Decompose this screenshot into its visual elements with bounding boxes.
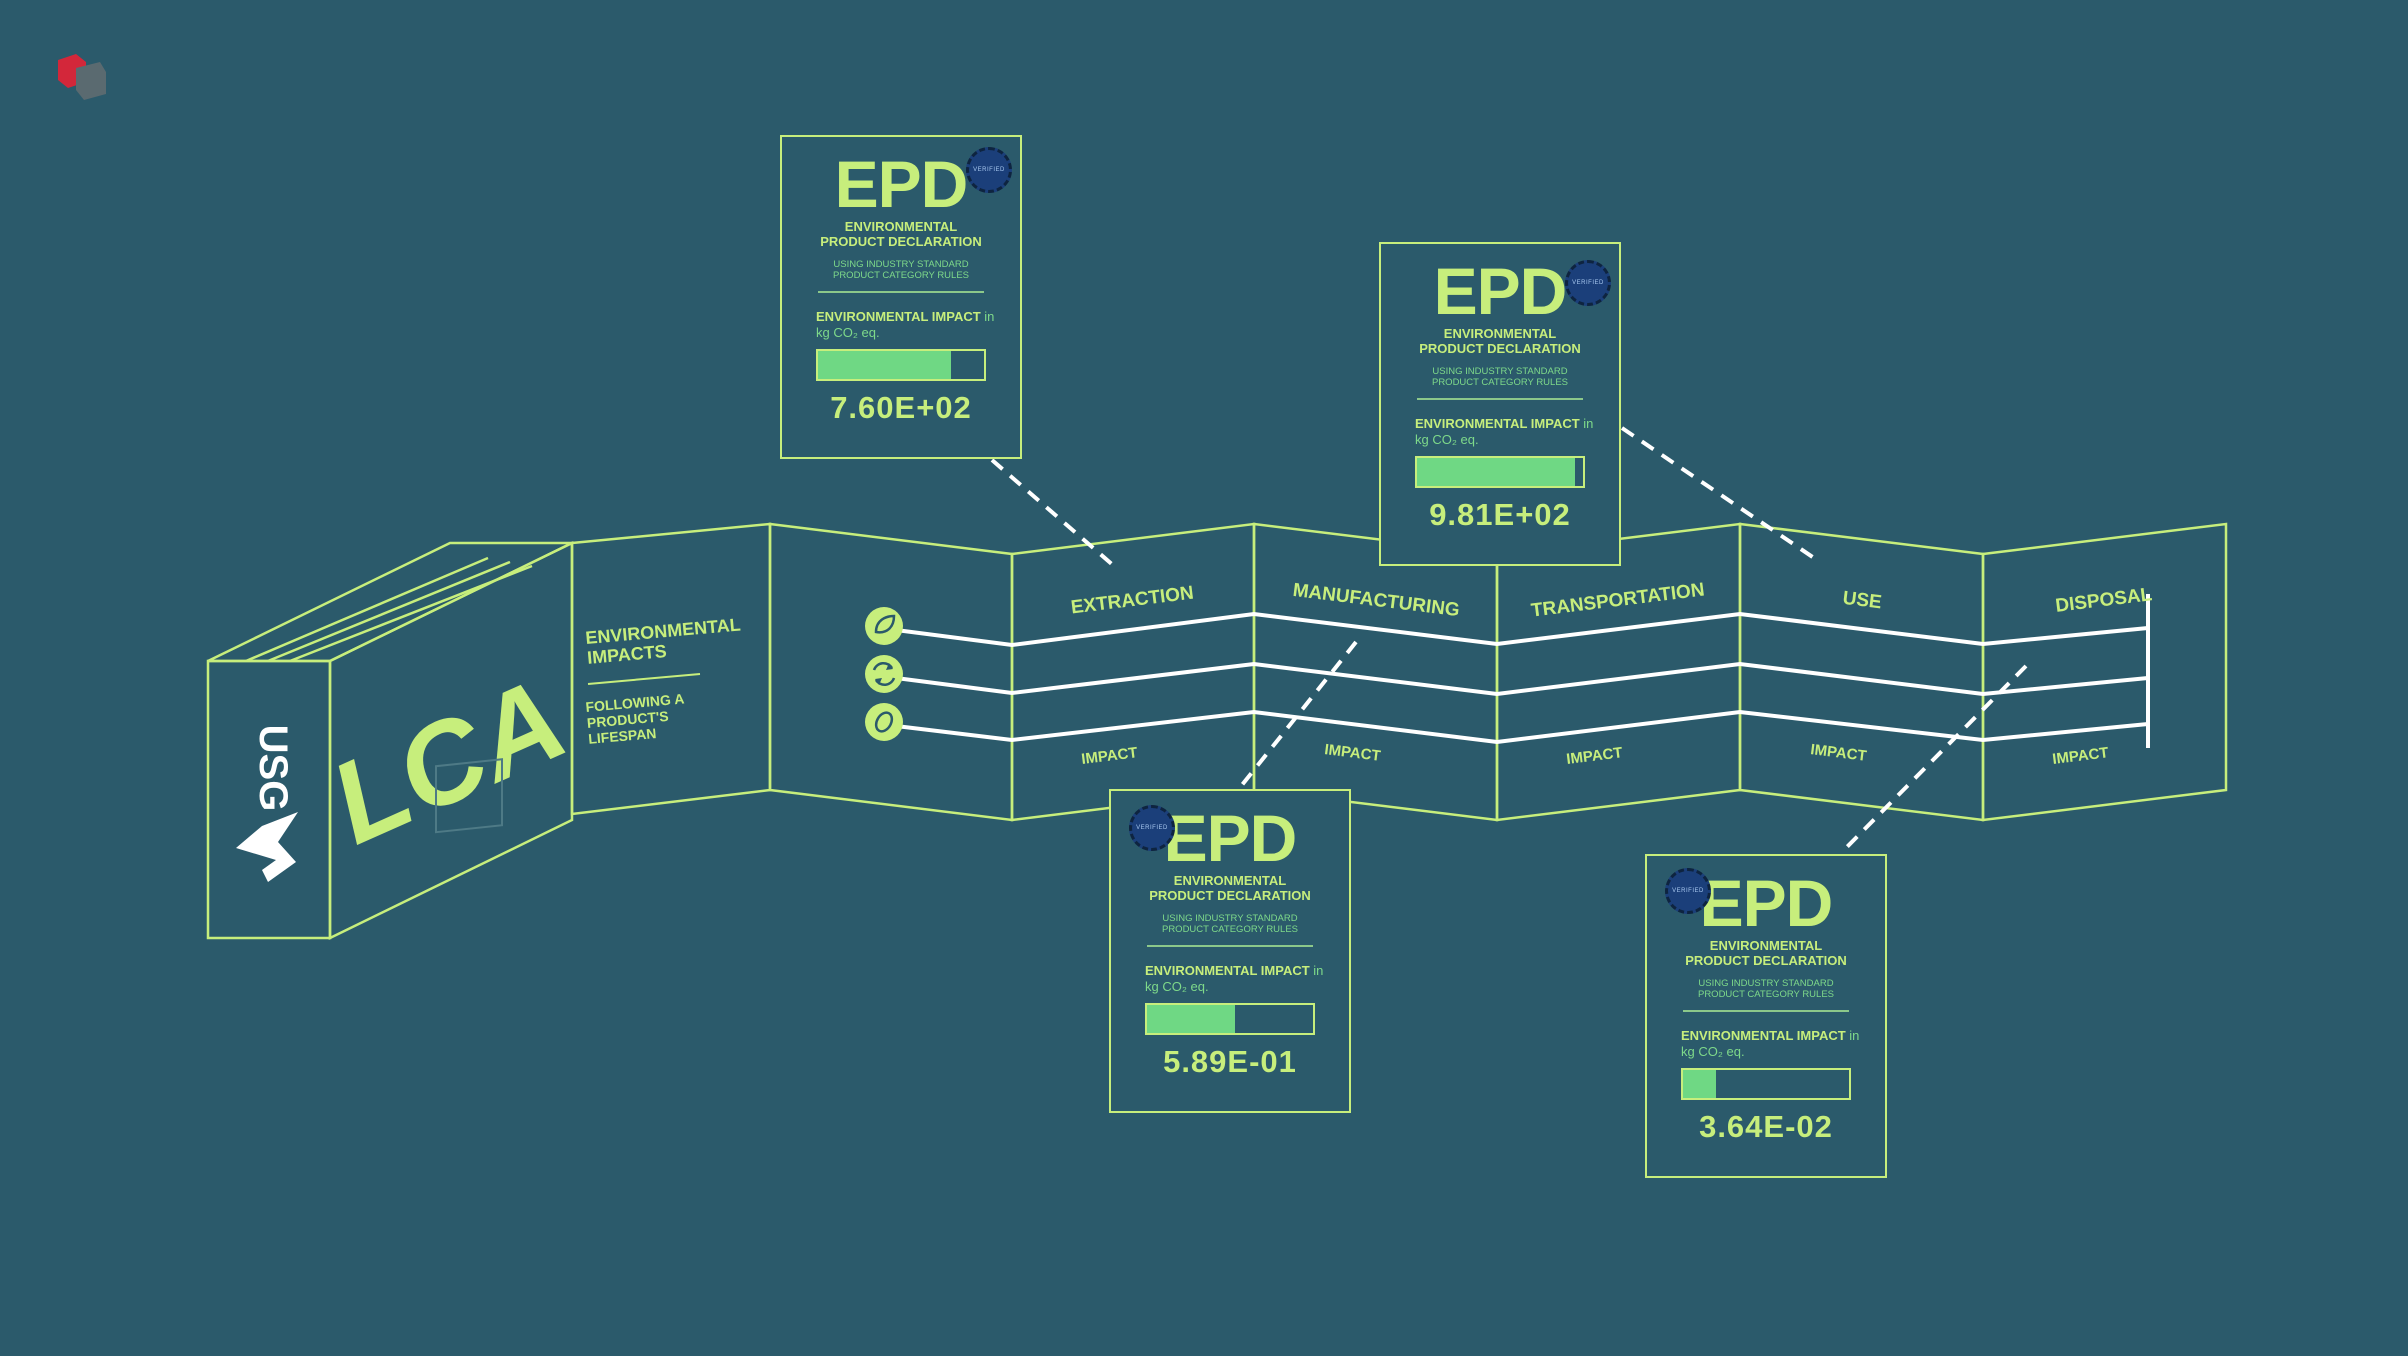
epd-rules: USING INDUSTRY STANDARD PRODUCT CATEGORY… <box>1431 366 1569 388</box>
epd-title: EPD <box>1699 866 1834 940</box>
connector-extraction <box>990 458 1116 568</box>
stage-label-use: USE <box>1841 588 1882 614</box>
epd-impact-label: ENVIRONMENTAL IMPACT in kg CO₂ eq. <box>1681 1028 1860 1059</box>
book-cover[interactable] <box>328 540 574 941</box>
impact-bar <box>1145 1003 1315 1035</box>
impact-label: IMPACT <box>1810 741 1868 765</box>
epd-rules: USING INDUSTRY STANDARD PRODUCT CATEGORY… <box>1697 978 1835 1000</box>
divider <box>818 291 984 293</box>
verified-seal-icon: VERIFIED <box>1565 260 1611 306</box>
intro-panel <box>570 522 772 816</box>
connector-manufacturing <box>1236 640 1358 792</box>
impact-bar-fill <box>1147 1005 1235 1033</box>
impact-bar <box>1415 456 1585 488</box>
epd-impact-value: 3.64E-02 <box>1699 1109 1833 1144</box>
impact-bar <box>816 349 986 381</box>
book-cover-title: LCA <box>313 653 584 869</box>
leaf-icon <box>865 607 903 645</box>
divider <box>1683 1010 1849 1012</box>
impact-bar-fill <box>1417 458 1575 486</box>
cover-emboss-mark <box>435 758 503 834</box>
section-title: ENVIRONMENTALIMPACTS <box>585 614 744 667</box>
impact-label: IMPACT <box>1324 741 1382 765</box>
epd-subtitle: ENVIRONMENTAL PRODUCT DECLARATION <box>1149 873 1311 903</box>
impact-bar-fill <box>1683 1070 1717 1098</box>
stage-panel-extraction[interactable] <box>1010 522 1256 822</box>
stage-panel-transportation[interactable] <box>1495 522 1742 822</box>
impact-label: IMPACT <box>2051 744 2109 768</box>
epd-impact-label: ENVIRONMENTAL IMPACT in kg CO₂ eq. <box>1415 416 1594 447</box>
verified-seal-icon: VERIFIED <box>1129 805 1175 851</box>
epd-title: EPD <box>1433 254 1568 328</box>
epd-impact-value: 5.89E-01 <box>1163 1044 1297 1079</box>
book-back-panel <box>207 541 573 663</box>
divider <box>1147 945 1313 947</box>
epd-impact-value: 7.60E+02 <box>830 390 972 425</box>
epd-rules: USING INDUSTRY STANDARD PRODUCT CATEGORY… <box>832 259 970 281</box>
verified-seal-icon: VERIFIED <box>966 147 1012 193</box>
epd-impact-label: ENVIRONMENTAL IMPACT in kg CO₂ eq. <box>816 309 995 340</box>
epd-subtitle: ENVIRONMENTAL PRODUCT DECLARATION <box>1419 326 1581 356</box>
usg-logo-icon <box>236 812 298 882</box>
impact-bar-fill <box>818 351 951 379</box>
corner-logo-icon <box>58 54 106 100</box>
seed-icon <box>865 703 903 741</box>
impact-label: IMPACT <box>1565 744 1623 768</box>
epd-impact-value: 9.81E+02 <box>1429 497 1571 532</box>
divider <box>1417 398 1583 400</box>
epd-subtitle: ENVIRONMENTAL PRODUCT DECLARATION <box>1685 938 1847 968</box>
book-brand: USG <box>251 725 295 812</box>
stage-label-extraction: EXTRACTION <box>1070 583 1195 619</box>
epd-rules: USING INDUSTRY STANDARD PRODUCT CATEGORY… <box>1161 913 1299 935</box>
verified-seal-icon: VERIFIED <box>1665 868 1711 914</box>
epd-title: EPD <box>1163 801 1298 875</box>
epd-impact-label: ENVIRONMENTAL IMPACT in kg CO₂ eq. <box>1145 963 1324 994</box>
epd-title: EPD <box>834 147 969 221</box>
connector-use <box>1620 426 1822 564</box>
stage-label-disposal: DISPOSAL <box>2054 584 2153 617</box>
stage-label-transportation: TRANSPORTATION <box>1530 579 1706 621</box>
impact-lines <box>895 611 2149 745</box>
connector-disposal <box>1840 664 2028 854</box>
impact-label: IMPACT <box>1080 744 1138 768</box>
epd-subtitle: ENVIRONMENTAL PRODUCT DECLARATION <box>820 219 982 249</box>
stage-panel-disposal[interactable] <box>1981 522 2228 822</box>
section-subtitle: FOLLOWING APRODUCT'SLIFESPAN <box>585 690 688 746</box>
recycle-icon <box>865 655 903 693</box>
impact-bar <box>1681 1068 1851 1100</box>
stage-label-manufacturing: MANUFACTURING <box>1292 580 1461 621</box>
stage-panel-use[interactable] <box>1738 522 1985 822</box>
stage-panel-manufacturing[interactable] <box>1252 522 1499 822</box>
